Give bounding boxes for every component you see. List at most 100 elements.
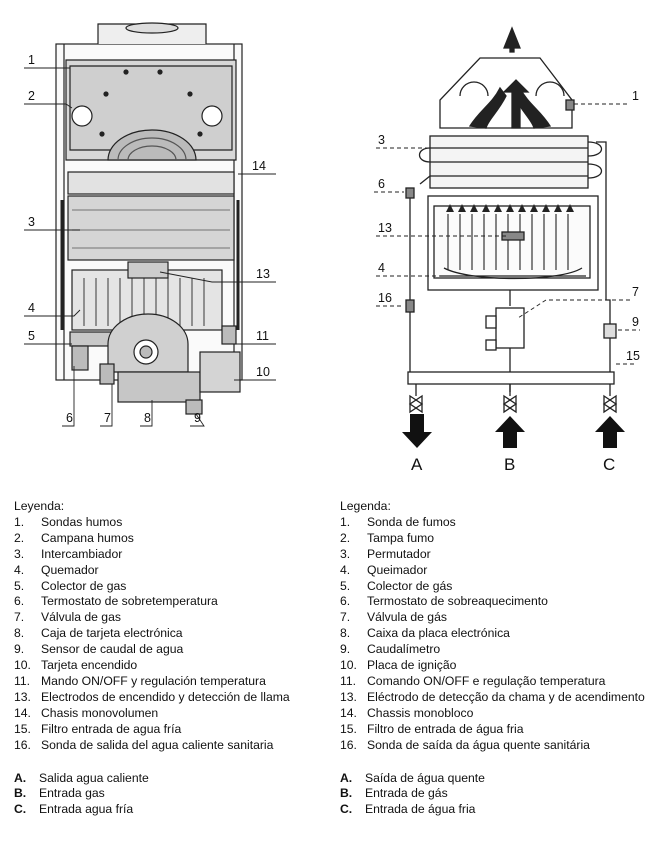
legend-item: 11. Comando ON/OFF e regulação temperatur… <box>340 674 650 690</box>
legend-item-number: 5. <box>340 578 351 593</box>
legend-item-number: 13. <box>14 689 31 704</box>
right-callout-3: 3 <box>378 133 385 147</box>
legend-item: 4.Queimador <box>340 563 650 579</box>
legend-item-text: Colector de gás <box>367 578 453 593</box>
burner-flames <box>446 204 574 212</box>
legend-item-number: 10. <box>340 658 357 673</box>
legend-item-number: 11. <box>340 673 357 688</box>
legend-letter: B. <box>340 786 353 801</box>
legend-item-text: Campana humos <box>41 530 134 545</box>
flow-label-a: A <box>411 455 423 474</box>
legend-item: 16. Sonda de salida del agua caliente san… <box>14 738 324 754</box>
legend-item-number: 3. <box>14 546 25 561</box>
legend-item: 16.Sonda de saída da água quente sanitár… <box>340 738 650 754</box>
legend-letter-item: A. Salida agua caliente <box>14 771 324 787</box>
legend-letter: C. <box>340 802 353 817</box>
legend-item-number: 8. <box>14 626 25 641</box>
legend-item-text: Electrodos de encendido y detección de l… <box>41 689 290 704</box>
legend-item: 13. Eléctrodo de detecção da chama y de a… <box>340 690 650 706</box>
legend-letter-item: B.Entrada de gás <box>340 786 650 802</box>
legend-item-number: 7. <box>340 610 351 625</box>
legend-item-number: 3. <box>340 546 351 561</box>
legend-item-text: Eléctrodo de detecção da chama y de acen… <box>367 689 645 704</box>
legend-item-text: Filtro entrada de agua fría <box>41 721 182 736</box>
legend-item-number: 15. <box>14 721 31 736</box>
right-callout-6: 6 <box>378 177 385 191</box>
legend-item-text: Comando ON/OFF e regulação temperatura <box>367 673 606 688</box>
legend-item: 7.Válvula de gás <box>340 610 650 626</box>
legend-item: 13. Electrodos de encendido y detección d… <box>14 690 324 706</box>
flow-label-c: C <box>603 455 615 474</box>
legend-item-number: 14. <box>340 705 357 720</box>
right-callout-7: 7 <box>632 285 639 299</box>
right-callout-15: 15 <box>626 349 640 363</box>
legend-letter-item: B.Entrada gas <box>14 786 324 802</box>
left-callout-3: 3 <box>28 215 35 229</box>
left-callout-labels: 1 2 3 4 5 6 7 8 9 10 11 13 14 <box>28 53 270 425</box>
legend-item: 3.Permutador <box>340 547 650 563</box>
legend-item-text: Queimador <box>367 562 428 577</box>
arrow-down-icon <box>402 414 432 448</box>
arrow-up-icon <box>595 416 625 448</box>
legend-item: 4.Quemador <box>14 563 324 579</box>
legend-item: 9.Sensor de caudal de agua <box>14 642 324 658</box>
left-callout-8: 8 <box>144 411 151 425</box>
legend-item: 11.Mando ON/OFF y regulación temperatura <box>14 674 324 690</box>
flow-label-b: B <box>504 455 515 474</box>
legend-item-text: Intercambiador <box>41 546 123 561</box>
legend-item-number: 8. <box>340 626 351 641</box>
legend-item-text: Sonda de salida del agua caliente sanita… <box>41 737 274 752</box>
right-callout-16: 16 <box>378 291 392 305</box>
left-callout-1: 1 <box>28 53 35 67</box>
legend-letter-text: Salida agua caliente <box>39 770 149 785</box>
legend-letter-item: A. Saída de água quente <box>340 771 650 787</box>
left-callout-13: 13 <box>256 267 270 281</box>
legend-item-text: Sonda de fumos <box>367 514 456 529</box>
left-callout-5: 5 <box>28 329 35 343</box>
legend-item: 3. Intercambiador <box>14 547 324 563</box>
legend-item-text: Tampa fumo <box>367 530 435 545</box>
heater-schematic <box>405 26 618 414</box>
legend-item-text: Sensor de caudal de agua <box>41 642 184 657</box>
legend-item-number: 14. <box>14 705 31 720</box>
legend-letter: A. <box>14 770 27 785</box>
legend-item: 15. Filtro entrada de agua fría <box>14 722 324 738</box>
left-callout-4: 4 <box>28 301 35 315</box>
legend-item-number: 13. <box>340 689 357 704</box>
legend-letter: C. <box>14 802 27 817</box>
legend-item-text: Chassis monobloco <box>367 705 474 720</box>
legend-item: 9.Caudalímetro <box>340 642 650 658</box>
legend-item: 5. Colector de gás <box>340 579 650 595</box>
left-callout-9: 9 <box>194 411 201 425</box>
legend-item-text: Placa de ignição <box>367 658 457 673</box>
legend-item-number: 4. <box>14 562 25 577</box>
legend-title: Legenda: <box>340 499 391 513</box>
right-callout-9: 9 <box>632 315 639 329</box>
legend-title: Leyenda: <box>14 499 65 513</box>
legend-item: 2.Campana humos <box>14 531 324 547</box>
left-callout-2: 2 <box>28 89 35 103</box>
left-callout-10: 10 <box>256 365 270 379</box>
legend-item: 1.Sonda de fumos <box>340 515 650 531</box>
right-callout-4: 4 <box>378 261 385 275</box>
flow-labels: A B C <box>411 455 615 474</box>
legend-item: 1.Sondas humos <box>14 515 324 531</box>
heater-drawing <box>55 22 243 415</box>
legend-item-number: 1. <box>14 514 25 529</box>
legend-item-text: Filtro de entrada de água fria <box>367 721 524 736</box>
legend-letter-item: C. Entrada agua fría <box>14 802 324 818</box>
legend-letter-text: Entrada gas <box>39 786 105 801</box>
legend-letter-text: Entrada agua fría <box>39 802 134 817</box>
legend-letter-item: C.Entrada de água fria <box>340 802 650 818</box>
legend-item: 10.Tarjeta encendido <box>14 658 324 674</box>
left-callout-6: 6 <box>66 411 73 425</box>
legend-item-text: Chasis monovolumen <box>41 705 159 720</box>
legend-item: 6.Termostato de sobreaquecimento <box>340 594 650 610</box>
legend-letter-text: Saída de água quente <box>365 770 485 785</box>
legend-item-number: 16. <box>14 737 31 752</box>
legend-item-text: Tarjeta encendido <box>41 658 138 673</box>
legend-item: 6.Termostato de sobretemperatura <box>14 594 324 610</box>
legend-letter: A. <box>340 770 353 785</box>
